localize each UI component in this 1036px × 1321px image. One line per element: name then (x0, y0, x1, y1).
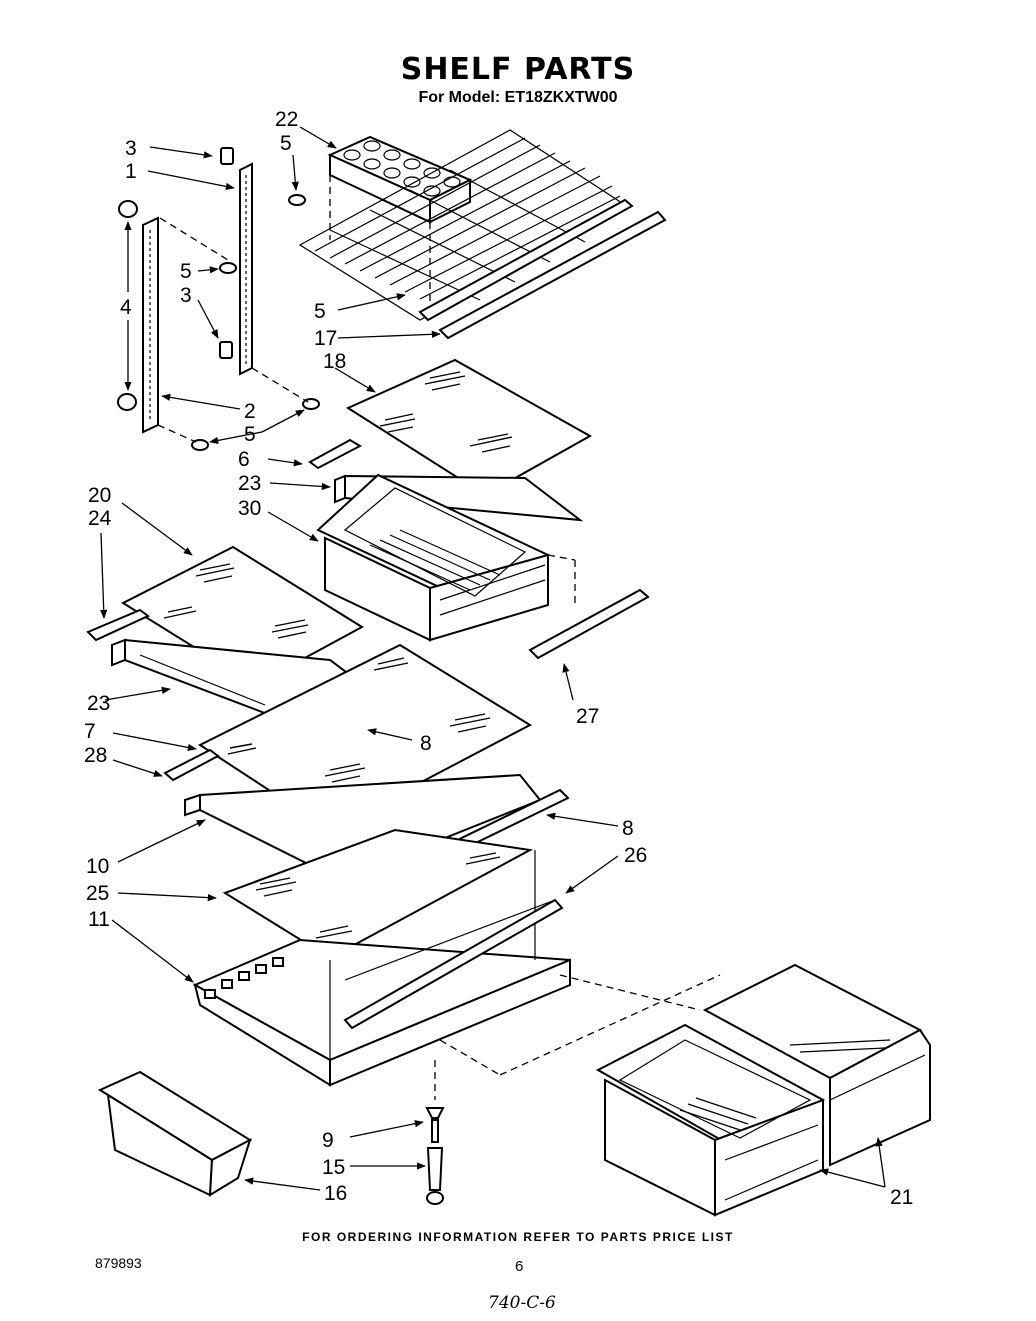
callout-8-center: 8 (420, 732, 432, 755)
bracket-lower (219, 341, 233, 359)
callout-20: 30 (238, 497, 261, 520)
shelf-trim-8-right (528, 588, 650, 660)
callout-26: 8 (622, 817, 634, 840)
door-bin-21-group (97, 1070, 253, 1197)
callout-30: 23 (238, 472, 261, 495)
glass-shelf-upper-group (308, 358, 593, 522)
screw-d (191, 439, 209, 451)
crisper-drawer-20-group (316, 473, 576, 642)
ice-tray-group (327, 135, 473, 224)
cap-top (118, 200, 138, 218)
callout-1: 1 (125, 160, 137, 183)
document-number: 879893 (95, 1255, 142, 1271)
callout-22: 22 (275, 108, 298, 131)
rail-assembly-group (117, 147, 320, 451)
trim-10 (343, 898, 564, 1030)
leader-lines (100, 126, 886, 1191)
callout-23-left: 24 (88, 507, 112, 530)
model-subtitle: For Model: ET18ZKXTW00 (418, 89, 618, 106)
callout-3-mid: 3 (180, 284, 192, 307)
callout-18: 17 (314, 327, 337, 350)
page-number: 6 (515, 1258, 524, 1275)
crisper-drawers-19-group (595, 963, 931, 1217)
callout-21: 16 (324, 1182, 347, 1205)
callout-17: 5 (314, 300, 326, 323)
shelf-trim-lower (438, 210, 667, 340)
callout-labels: 3 1 5 4 5 3 2 5 22 5 17 18 6 23 30 20 24… (84, 108, 913, 1209)
callout-5-top: 5 (280, 132, 292, 155)
callout-28: 7 (84, 720, 96, 743)
callout-4: 4 (120, 296, 132, 319)
handwritten-note: 740-C-6 (488, 1293, 556, 1313)
wire-shelf-group (298, 129, 667, 340)
fastener-15-16-group (425, 1107, 445, 1205)
callout-10: 26 (624, 844, 647, 867)
callout-23-upper: 6 (238, 448, 250, 471)
ordering-note: FOR ORDERING INFORMATION REFER TO PARTS … (302, 1230, 734, 1244)
callout-24: 20 (88, 484, 111, 507)
diagram-title: SHELF PARTS (400, 52, 636, 87)
cap-bottom (117, 393, 137, 411)
callout-25: 10 (86, 855, 109, 878)
screw-b (219, 262, 237, 274)
callout-5-low: 5 (244, 423, 256, 446)
callout-8-right: 27 (576, 705, 599, 728)
bracket-top (220, 147, 234, 165)
bin-tray-9-group (192, 850, 721, 1100)
callout-27: 28 (84, 744, 107, 767)
callout-11: 25 (86, 882, 109, 905)
callout-15: 9 (322, 1129, 334, 1152)
callout-5-mid: 5 (180, 260, 192, 283)
glass-shelf-11-group (222, 828, 534, 960)
callout-9: 11 (88, 908, 110, 931)
shelf-trim-upper (418, 198, 634, 322)
callout-2: 2 (244, 400, 256, 423)
callout-3-top: 3 (125, 137, 137, 160)
callout-19: 21 (890, 1186, 913, 1209)
callout-7: 23 (87, 692, 110, 715)
screw-a (288, 194, 306, 206)
callout-6: 18 (323, 350, 346, 373)
callout-16: 15 (322, 1156, 345, 1179)
